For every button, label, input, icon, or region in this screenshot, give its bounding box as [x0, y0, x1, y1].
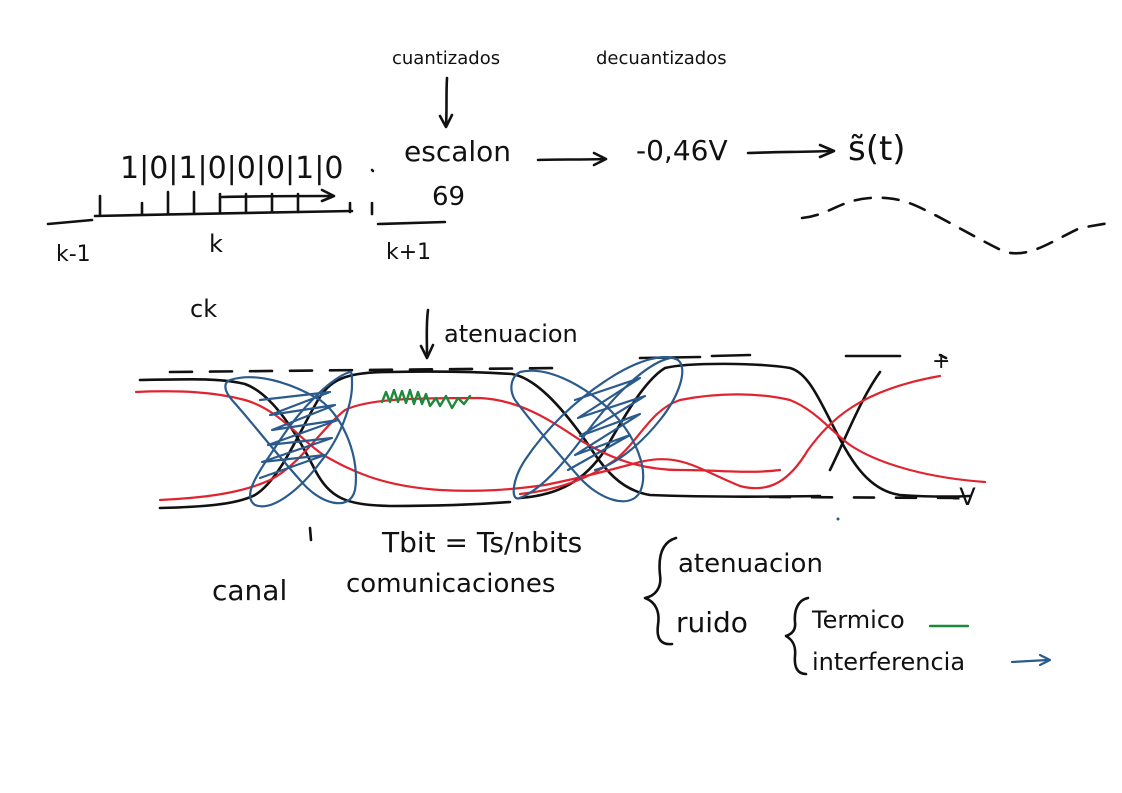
label-ruido: ruido	[676, 606, 748, 639]
label-minus-v: -V	[952, 483, 976, 511]
label-cuantizados: cuantizados	[392, 48, 500, 69]
label-termico: Termico	[811, 606, 905, 634]
label-reconstructed-signal: s̃(t)	[848, 129, 906, 169]
label-k-minus-1: k-1	[56, 242, 91, 267]
brace-canal	[643, 536, 678, 646]
label-k-plus-1: k+1	[386, 240, 431, 265]
mark-dot-right	[836, 517, 840, 521]
time-axis	[46, 188, 447, 226]
label-escalon-value: 69	[432, 182, 465, 212]
label-bit-sequence: 1|0|1|0|0|0|1|0	[120, 151, 343, 186]
label-interferencia: interferencia	[812, 648, 965, 676]
arrow-down-atenuacion	[419, 308, 435, 360]
brace-ruido	[784, 596, 810, 676]
label-k: k	[209, 230, 223, 258]
label-plus-sign: +	[932, 349, 950, 374]
label-voltage: -0,46V	[636, 134, 728, 167]
arrow-voltage-to-signal	[746, 143, 836, 159]
arrow-down-cuantizados	[438, 76, 454, 129]
thermal-noise-green	[380, 388, 472, 410]
label-comunicaciones: comunicaciones	[346, 569, 555, 599]
label-canal: canal	[212, 574, 287, 607]
label-ck: ck	[190, 295, 217, 323]
sketch-reconstructed-waveform	[800, 196, 1117, 255]
arrow-escalon-to-voltage	[536, 151, 608, 167]
label-decuantizados: decuantizados	[596, 48, 727, 69]
label-atenuacion: atenuacion	[678, 549, 823, 579]
legend-interferencia-blue	[1010, 653, 1052, 667]
interference-scribble-left	[224, 370, 357, 508]
mark-dot-left	[308, 526, 313, 542]
label-escalon: escalon	[404, 135, 511, 168]
label-tbit-formula: Tbit = Ts/nbits	[381, 526, 582, 559]
mark-dot-top	[370, 168, 375, 173]
interference-scribble-right	[510, 356, 684, 503]
label-atenuacion-top: atenuacion	[444, 320, 578, 348]
